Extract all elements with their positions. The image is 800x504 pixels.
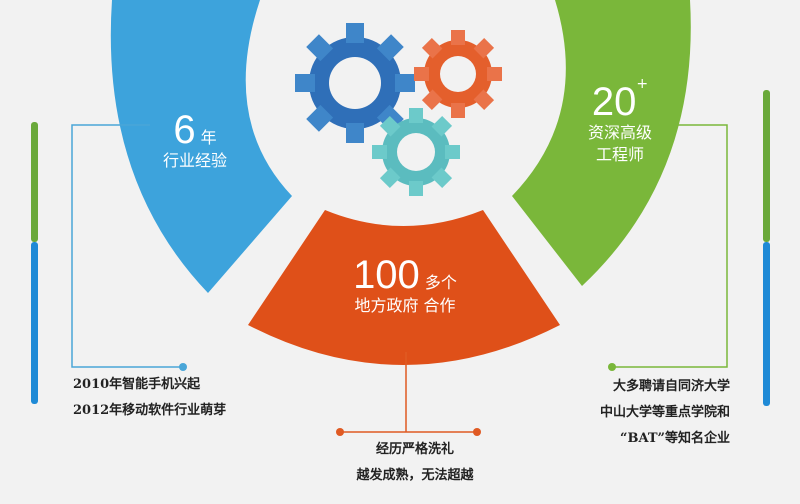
center-connector-dot-right (473, 428, 481, 436)
center-segment-number: 100 (353, 253, 420, 297)
right-segment-superscript: + (636, 76, 649, 92)
right-side-bar-green (763, 90, 770, 242)
center-segment-unit: 多个 (424, 273, 457, 292)
center-segment-shape (248, 210, 560, 365)
gear-icon-orange (414, 30, 502, 118)
right-note-line-1: 大多聘请自同济大学 (612, 379, 730, 394)
right-segment-number: 20 (591, 80, 637, 124)
center-note-line-2: 越发成熟，无法超越 (356, 468, 474, 483)
right-note-line-2: 中山大学等重点学院和 (599, 405, 730, 420)
right-side-bar-blue (763, 242, 770, 406)
right-note: 大多聘请自同济大学 中山大学等重点学院和 “BAT”等知名企业 (572, 374, 730, 452)
left-segment-number: 6 (173, 108, 196, 152)
right-segment-label-line2: 工程师 (595, 145, 644, 164)
left-side-bar-blue (31, 242, 38, 404)
right-connector-line (612, 124, 728, 368)
right-note-line-3: “BAT”等知名企业 (620, 431, 730, 446)
left-segment-text: 6 年 行业经验 (140, 110, 250, 172)
left-segment-shape (110, 0, 292, 293)
left-note: 2010年智能手机兴起 2012年移动软件行业萌芽 (73, 372, 226, 424)
right-segment-shape (512, 0, 691, 286)
right-connector-dot (608, 363, 616, 371)
center-segment-label: 地方政府 合作 (354, 296, 456, 315)
left-note-line-2: 2012年移动软件行业萌芽 (73, 403, 227, 418)
left-connector-line (71, 124, 183, 368)
left-segment-label: 行业经验 (162, 151, 227, 170)
left-segment-unit: 年 (200, 128, 217, 147)
gear-icon-teal (372, 108, 460, 196)
right-segment-text: 20+ 资深高级 工程师 (570, 76, 670, 166)
center-note-line-1: 经历严格洗礼 (375, 442, 454, 457)
right-segment-label-line1: 资深高级 (587, 123, 652, 142)
center-segment-text: 100 多个 地方政府 合作 (330, 255, 480, 317)
center-connector-dot-left (336, 428, 344, 436)
gear-icon-blue (295, 23, 415, 143)
center-note: 经历严格洗礼 越发成熟，无法超越 (340, 437, 490, 489)
left-side-bar-green (31, 122, 38, 242)
left-note-line-1: 2010年智能手机兴起 (73, 377, 201, 392)
left-connector-dot (179, 363, 187, 371)
